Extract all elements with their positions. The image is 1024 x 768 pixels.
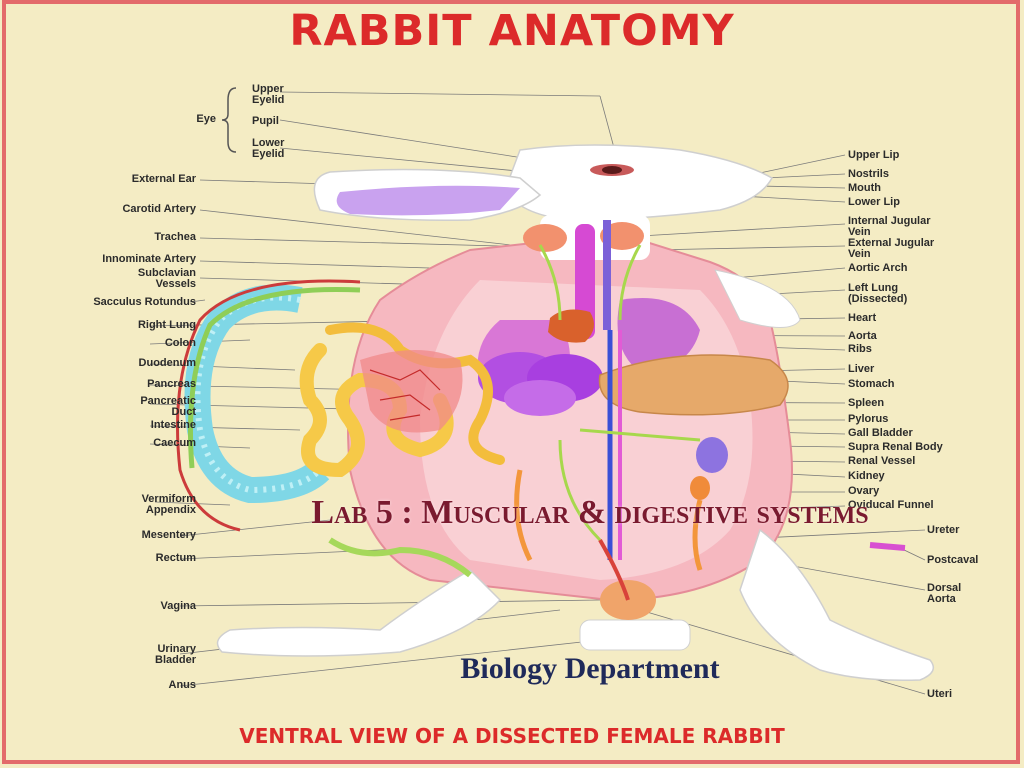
left-label-7: Colon bbox=[164, 337, 196, 349]
right-label-14: Pylorus bbox=[848, 413, 889, 425]
right-label-1: Pupil bbox=[252, 115, 279, 127]
right-label-19: Ovary bbox=[848, 485, 880, 497]
poster-footer: VENTRAL VIEW OF A DISSECTED FEMALE RABBI… bbox=[239, 724, 785, 748]
right-label-17: Renal Vessel bbox=[848, 455, 916, 467]
left-label-5: Sacculus Rotundus bbox=[93, 296, 196, 308]
left-label-18: Anus bbox=[168, 679, 197, 691]
left-label-16: Vagina bbox=[160, 600, 196, 612]
left-label-15: Rectum bbox=[155, 552, 196, 564]
right-label-18: Kidney bbox=[848, 470, 885, 482]
right-label-0: Upper Lip bbox=[848, 149, 900, 161]
right-label-24: Uteri bbox=[927, 688, 953, 700]
right-label-11: Liver bbox=[848, 363, 875, 375]
right-label-7: Left Lung(Dissected) bbox=[848, 282, 908, 305]
right-label-3: Lower Lip bbox=[848, 196, 900, 208]
left-label-12: Caecum bbox=[153, 437, 196, 449]
left-label-6: Right Lung bbox=[137, 319, 196, 331]
left-label-1: Carotid Artery bbox=[122, 203, 196, 215]
left-label-14: Mesentery bbox=[141, 529, 196, 541]
right-label-21: Ureter bbox=[927, 524, 960, 536]
right-label-12: Stomach bbox=[848, 378, 895, 390]
right-label-22: Postcaval bbox=[927, 554, 979, 566]
eye-group-label: Eye bbox=[196, 113, 216, 125]
left-label-3: Innominate Artery bbox=[102, 253, 196, 265]
lab-title: Lab 5 : Muscular & digestive systems bbox=[311, 494, 869, 531]
right-label-10: Ribs bbox=[848, 343, 872, 355]
right-label-16: Supra Renal Body bbox=[848, 441, 943, 453]
left-label-0: External Ear bbox=[131, 173, 196, 185]
left-label-2: Trachea bbox=[154, 231, 196, 243]
right-label-2: Mouth bbox=[848, 182, 881, 194]
right-label-20: Oviducal Funnel bbox=[848, 499, 934, 511]
left-label-11: Intestine bbox=[150, 419, 196, 431]
poster-title: RABBIT ANATOMY bbox=[289, 6, 735, 56]
right-label-9: Aorta bbox=[848, 330, 877, 342]
department-subtitle: Biology Department bbox=[460, 652, 720, 685]
right-label-6: Aortic Arch bbox=[848, 262, 908, 274]
right-label-8: Heart bbox=[848, 312, 877, 324]
right-label-1: Nostrils bbox=[848, 168, 889, 180]
left-label-8: Duodenum bbox=[138, 357, 196, 369]
left-label-9: Pancreas bbox=[147, 378, 196, 390]
right-label-15: Gall Bladder bbox=[848, 427, 913, 439]
right-label-13: Spleen bbox=[848, 397, 885, 409]
